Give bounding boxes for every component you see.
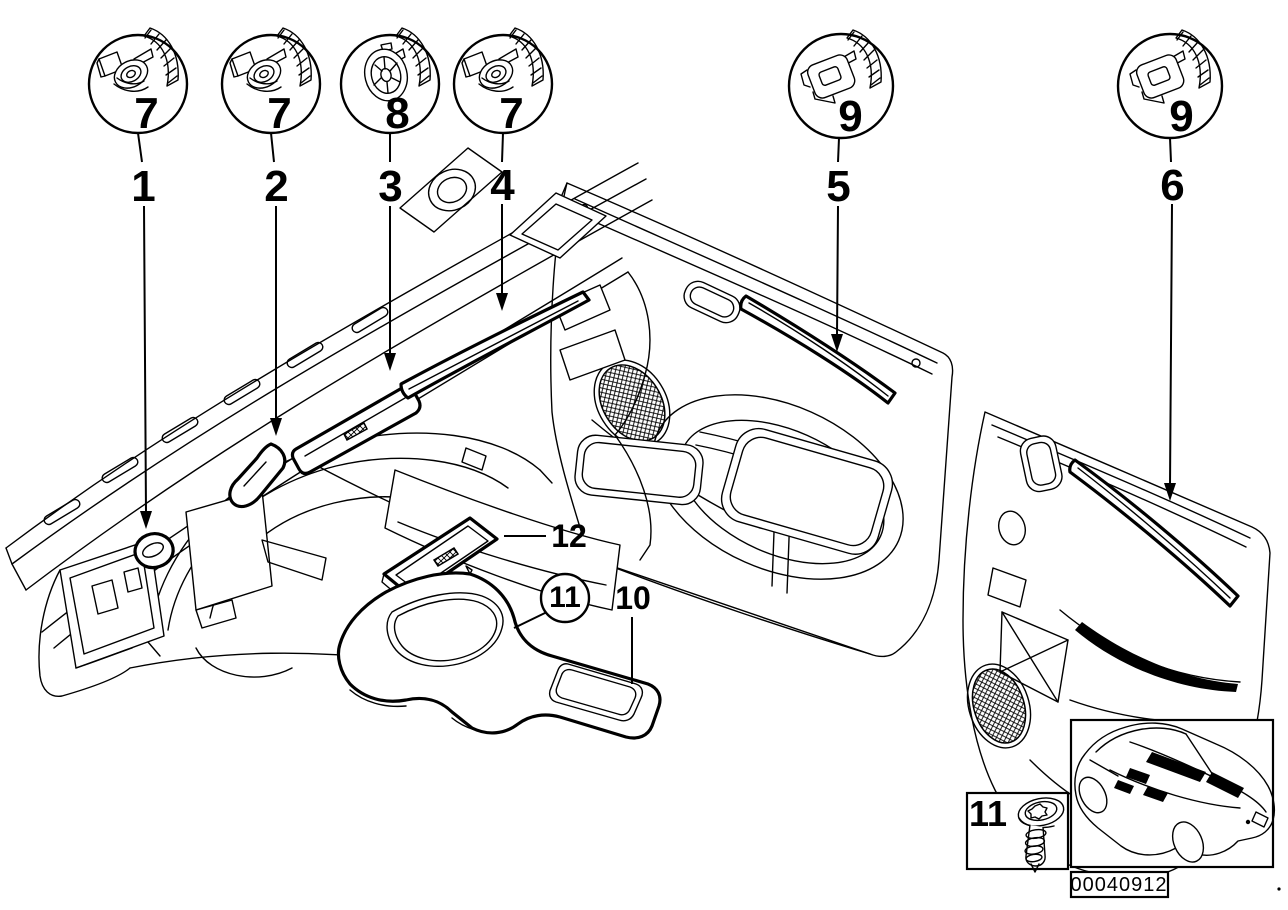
callout-circle-11[interactable]: [539, 572, 591, 624]
front-door-speaker-grille: [598, 364, 666, 442]
leader-lines: [137, 132, 1176, 684]
screw-legend-number[interactable]: 11: [968, 793, 1008, 834]
fastener-number-pos5[interactable]: 9: [838, 92, 863, 141]
trim-part-4: [399, 290, 591, 400]
fastener-callouts: [87, 27, 1224, 624]
trim-part-2: [228, 442, 287, 509]
part-callout-11[interactable]: 11: [549, 581, 581, 614]
part-callout-1[interactable]: 1: [131, 162, 156, 211]
trim-part-6: [1068, 458, 1240, 608]
rear-door-speaker-grille: [971, 668, 1027, 744]
fastener-number-pos6[interactable]: 9: [1169, 92, 1194, 141]
fastener-callout-pos6[interactable]: [1116, 29, 1224, 140]
fastener-number-pos2[interactable]: 7: [267, 89, 292, 138]
fastener-number-pos1[interactable]: 7: [134, 89, 159, 138]
trim-part-1: [133, 532, 175, 570]
torx-screw-icon: [1017, 797, 1065, 873]
car-location-thumbnail: [1074, 722, 1276, 863]
fastener-callout-pos1[interactable]: [87, 27, 189, 135]
drawing-number-box: [1069, 870, 1170, 899]
drawing-number: 00040912: [1070, 874, 1168, 896]
fastener-callout-pos5[interactable]: [787, 29, 895, 140]
trim-part-10-console: [336, 565, 662, 740]
part-callout-10[interactable]: 10: [615, 580, 651, 616]
center-console-drawing: [336, 516, 662, 740]
legend-boxes: [965, 718, 1281, 899]
rear-door-armrest-strip: [1075, 622, 1238, 692]
fastener-number-pos3[interactable]: 8: [385, 89, 410, 138]
part-callout-3[interactable]: 3: [378, 162, 403, 211]
fastener-callout-pos3[interactable]: [339, 27, 441, 135]
fastener-callout-pos2[interactable]: [220, 27, 322, 135]
trim-part-3: [290, 385, 422, 476]
fastener-number-pos4[interactable]: 7: [499, 89, 524, 138]
part-callout-4[interactable]: 4: [490, 161, 515, 210]
part-callout-6[interactable]: 6: [1160, 161, 1185, 210]
fastener-callout-pos4[interactable]: [452, 27, 554, 135]
part-callout-5[interactable]: 5: [826, 162, 851, 211]
part-callout-2[interactable]: 2: [264, 162, 289, 211]
trim-part-5: [739, 294, 897, 405]
stray-dot: [1277, 887, 1281, 891]
part-callout-12[interactable]: 12: [551, 518, 587, 554]
rear-door-speaker-ring: [966, 663, 1032, 749]
